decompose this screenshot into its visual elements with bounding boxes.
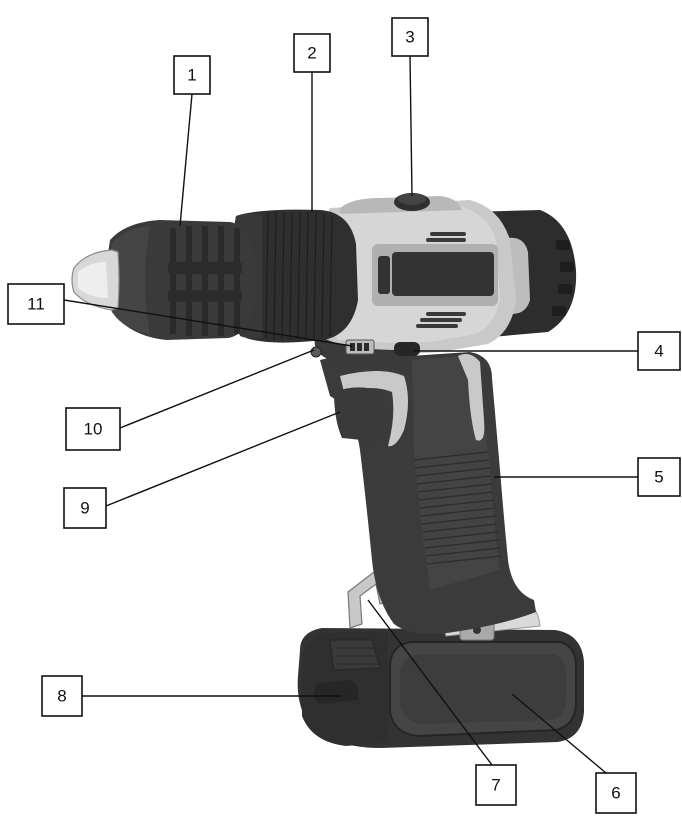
leader-7	[367, 599, 493, 766]
leader-lines	[63, 55, 638, 774]
callout-1-label: 1	[187, 66, 196, 85]
callout-8-label: 8	[57, 687, 66, 706]
callout-7: 7	[475, 764, 517, 806]
leader-10	[119, 349, 315, 429]
leader-3	[409, 55, 413, 197]
callout-8: 8	[41, 675, 83, 717]
callout-labels: 1 2 3 4 5 6 7 8	[7, 17, 681, 814]
direction-switch-icon	[394, 342, 420, 356]
callout-1: 1	[173, 55, 211, 95]
main-body	[313, 200, 516, 362]
callout-9-label: 9	[80, 499, 89, 518]
callout-10: 10	[65, 407, 121, 451]
callout-3-label: 3	[405, 28, 414, 47]
callout-6: 6	[595, 772, 637, 814]
leader-1	[179, 93, 193, 227]
callout-3: 3	[391, 17, 429, 57]
callout-9: 9	[63, 487, 107, 529]
battery-indicator-icon	[345, 339, 375, 355]
leader-11	[63, 299, 353, 347]
callout-4: 4	[637, 331, 681, 371]
leader-6	[511, 693, 607, 774]
leader-9	[105, 411, 341, 507]
battery-release-icon	[313, 680, 359, 704]
callout-11: 11	[7, 283, 65, 325]
drill-illustration	[71, 193, 584, 748]
trigger-icon	[334, 387, 387, 441]
callout-10-label: 10	[84, 420, 103, 439]
gear-selector-icon	[340, 193, 462, 214]
callout-5: 5	[637, 457, 681, 497]
chuck-icon	[71, 220, 256, 340]
callout-11-label: 11	[27, 295, 45, 314]
callout-2-label: 2	[307, 44, 316, 63]
led-light-icon	[310, 346, 322, 358]
callout-4-label: 4	[654, 342, 663, 361]
callout-2: 2	[293, 33, 331, 73]
callout-6-label: 6	[611, 784, 620, 803]
callout-7-label: 7	[491, 776, 500, 795]
callout-5-label: 5	[654, 468, 663, 487]
